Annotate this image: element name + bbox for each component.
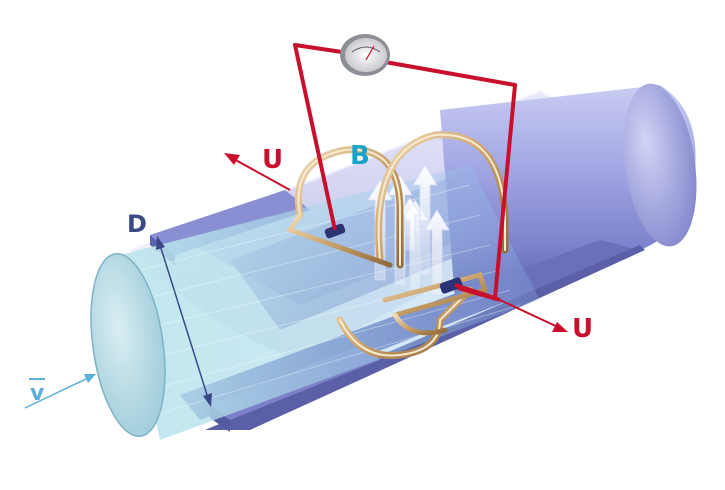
electrode-icon xyxy=(324,223,346,239)
voltmeter-icon xyxy=(340,34,390,76)
voltage-label-right: U xyxy=(572,314,594,344)
diameter-arrow xyxy=(156,236,212,407)
field-arrow-icon xyxy=(412,164,438,276)
magnetic-field-label: B xyxy=(350,141,370,171)
velocity-arrow xyxy=(24,374,96,409)
velocity-label: v xyxy=(30,381,45,406)
voltage-label-left: U xyxy=(262,145,284,175)
voltage-arrow-right xyxy=(499,299,568,332)
diameter-label: D xyxy=(127,210,147,238)
velocity-overbar xyxy=(29,378,45,380)
voltage-arrow-left xyxy=(224,153,291,191)
wires xyxy=(293,43,517,302)
coil-icon xyxy=(286,131,509,360)
electrode-icon xyxy=(439,277,463,294)
field-arrow-icon xyxy=(398,197,422,251)
